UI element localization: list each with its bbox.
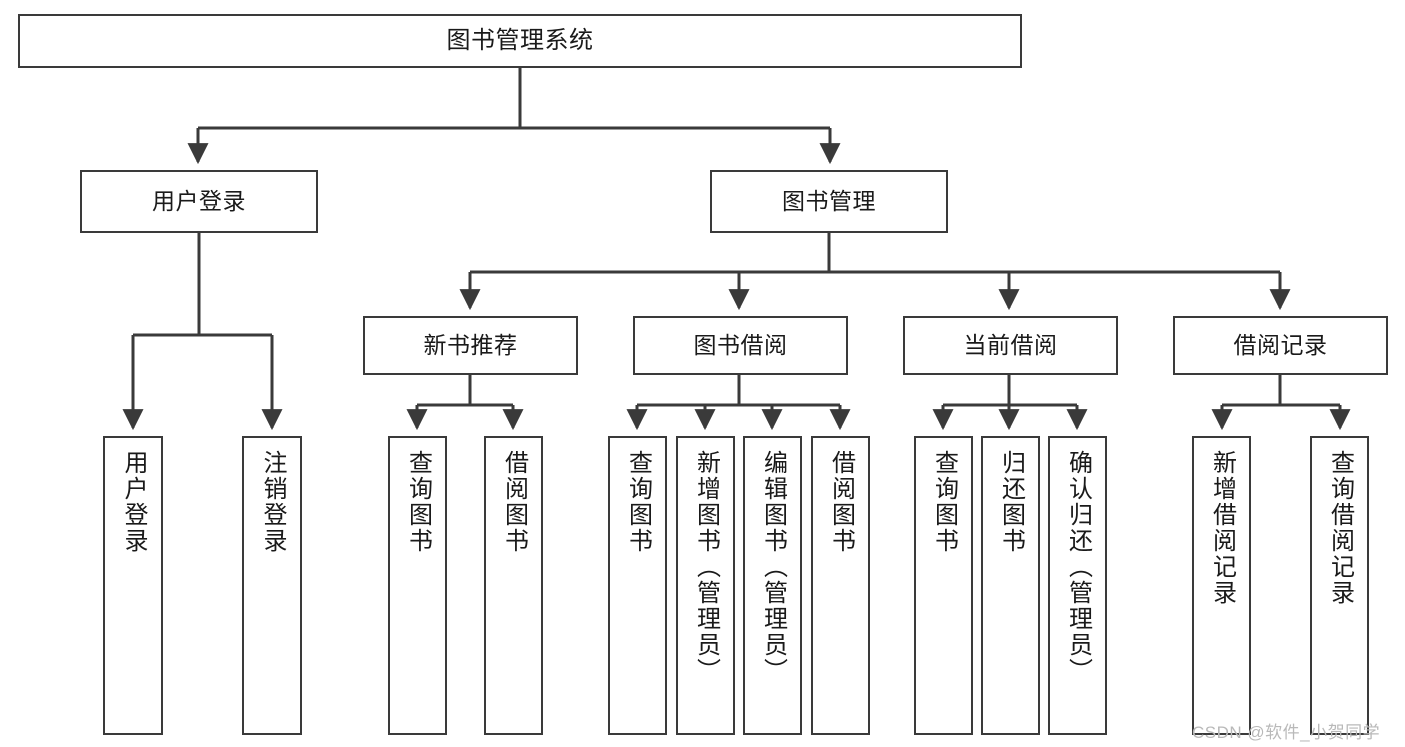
leaf-add-book-label: 新增图书（管理员） <box>692 450 720 684</box>
node-user-login[interactable]: 用户登录 <box>80 170 318 233</box>
node-new-book-rec[interactable]: 新书推荐 <box>363 316 578 375</box>
leaf-user-login-label: 用户登录 <box>120 450 147 554</box>
csdn-watermark: CSDN @软件_小贺同学 <box>1192 723 1381 742</box>
node-book-manage-label: 图书管理 <box>782 187 876 214</box>
leaf-add-record-label: 新增借阅记录 <box>1208 450 1236 606</box>
leaf-return-book-label: 归还图书 <box>997 450 1025 554</box>
node-user-login-label: 用户登录 <box>152 187 246 214</box>
node-book-borrow[interactable]: 图书借阅 <box>633 316 848 375</box>
leaf-query-book-2-label: 查询图书 <box>624 450 652 554</box>
leaf-query-book-2[interactable]: 查询图书 <box>608 436 667 735</box>
node-root[interactable]: 图书管理系统 <box>18 14 1022 68</box>
leaf-edit-book-label: 编辑图书（管理员） <box>759 450 787 684</box>
leaf-user-login[interactable]: 用户登录 <box>103 436 163 735</box>
node-current-borrow-label: 当前借阅 <box>963 331 1058 358</box>
node-borrow-record[interactable]: 借阅记录 <box>1173 316 1388 375</box>
leaf-borrow-book-2[interactable]: 借阅图书 <box>811 436 870 735</box>
leaf-logout-label: 注销登录 <box>259 450 286 554</box>
leaf-add-book[interactable]: 新增图书（管理员） <box>676 436 735 735</box>
node-root-label: 图书管理系统 <box>446 26 594 54</box>
leaf-borrow-book-1-label: 借阅图书 <box>500 450 528 554</box>
leaf-borrow-book-2-label: 借阅图书 <box>827 450 855 554</box>
leaf-query-book-1-label: 查询图书 <box>404 450 432 554</box>
node-book-borrow-label: 图书借阅 <box>693 331 788 358</box>
leaf-query-book-3-label: 查询图书 <box>930 450 958 554</box>
leaf-confirm-return[interactable]: 确认归还（管理员） <box>1048 436 1107 735</box>
leaf-add-record[interactable]: 新增借阅记录 <box>1192 436 1251 735</box>
node-borrow-record-label: 借阅记录 <box>1233 331 1328 358</box>
leaf-query-book-3[interactable]: 查询图书 <box>914 436 973 735</box>
node-new-book-rec-label: 新书推荐 <box>423 331 518 358</box>
leaf-query-book-1[interactable]: 查询图书 <box>388 436 447 735</box>
leaf-borrow-book-1[interactable]: 借阅图书 <box>484 436 543 735</box>
node-book-manage[interactable]: 图书管理 <box>710 170 948 233</box>
leaf-query-record-label: 查询借阅记录 <box>1326 450 1354 606</box>
leaf-edit-book[interactable]: 编辑图书（管理员） <box>743 436 802 735</box>
node-current-borrow[interactable]: 当前借阅 <box>903 316 1118 375</box>
leaf-logout[interactable]: 注销登录 <box>242 436 302 735</box>
leaf-query-record[interactable]: 查询借阅记录 <box>1310 436 1369 735</box>
leaf-confirm-return-label: 确认归还（管理员） <box>1064 450 1092 684</box>
leaf-return-book[interactable]: 归还图书 <box>981 436 1040 735</box>
